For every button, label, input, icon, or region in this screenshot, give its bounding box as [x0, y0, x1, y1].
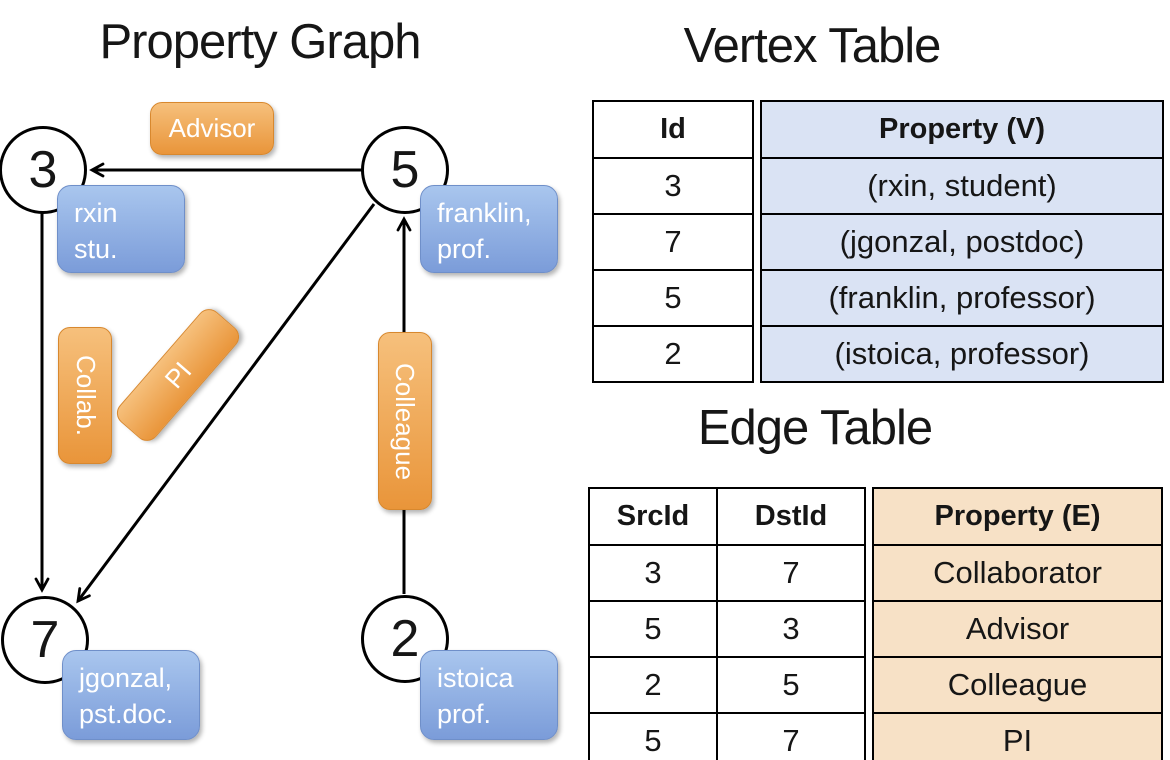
vertex-table-cell-property: (franklin, professor): [760, 269, 1164, 327]
edge-table-cell-srcid: 3: [588, 544, 718, 602]
vertex-node-2: 2: [361, 595, 449, 683]
edge-label-collaborator: Collab.: [58, 327, 112, 464]
edge-table-cell-dstid: 5: [716, 656, 866, 714]
vertex-table-cell-id: 7: [592, 213, 754, 271]
vertex-node-2-id: 2: [390, 610, 420, 668]
vertex-property-box-7: jgonzal, pst.doc.: [62, 650, 200, 740]
vertex-table-header-property: Property (V): [760, 100, 1164, 159]
vertex-table-header-id: Id: [592, 100, 754, 159]
vertex-node-5: 5: [361, 126, 449, 214]
vertex-table-cell-id: 2: [592, 325, 754, 383]
vertex-table-id-column: Id 3 7 5 2: [592, 100, 754, 383]
edge-table-header-dstid: DstId: [716, 487, 866, 546]
edge-table-cell-property: Advisor: [872, 600, 1163, 658]
edge-label-colleague: Colleague: [378, 332, 432, 510]
vertex-table-cell-id: 3: [592, 157, 754, 215]
vertex-property-line: franklin,: [437, 198, 532, 228]
vertex-property-line: prof.: [437, 234, 492, 265]
vertex-property-line: prof.: [437, 699, 492, 730]
edge-table: SrcId DstId 3 7 5 3 2 5 5 7 Property (E): [588, 487, 1163, 760]
edge-table-id-columns: SrcId DstId 3 7 5 3 2 5 5 7: [588, 487, 866, 760]
edge-table-cell-dstid: 7: [716, 544, 866, 602]
edge-label-text: Advisor: [168, 113, 256, 143]
vertex-table-cell-id: 5: [592, 269, 754, 327]
property-graph-title: Property Graph: [99, 15, 422, 69]
edge-label-text: PI: [158, 355, 198, 394]
edge-label-advisor: Advisor: [150, 102, 274, 155]
edge-pi-5-to-7: [76, 203, 376, 604]
edge-table-cell-srcid: 5: [588, 712, 718, 760]
vertex-property-line: stu.: [74, 234, 118, 265]
vertex-property-box-2: istoica prof.: [420, 650, 558, 740]
edge-table-cell-dstid: 7: [716, 712, 866, 760]
vertex-property-line: pst.doc.: [79, 699, 174, 730]
vertex-node-7-id: 7: [30, 611, 60, 669]
vertex-table-cell-property: (jgonzal, postdoc): [760, 213, 1164, 271]
edge-table-cell-property: Colleague: [872, 656, 1163, 714]
vertex-table-property-column: Property (V) (rxin, student) (jgonzal, p…: [760, 100, 1164, 383]
edge-table-cell-srcid: 2: [588, 656, 718, 714]
edge-table-cell-dstid: 3: [716, 600, 866, 658]
vertex-node-5-id: 5: [390, 141, 420, 199]
vertex-property-line: jgonzal,: [79, 663, 173, 693]
vertex-table: Id 3 7 5 2 Property (V) (rxin, student) …: [592, 100, 1164, 383]
edge-label-text: Collab.: [70, 355, 101, 436]
vertex-property-box-3: rxin stu.: [57, 185, 185, 273]
vertex-node-3-id: 3: [28, 141, 58, 199]
edge-table-property-column: Property (E) Collaborator Advisor Collea…: [872, 487, 1163, 760]
edge-table-cell-property: PI: [872, 712, 1163, 760]
vertex-property-box-5: franklin, prof.: [420, 185, 558, 273]
vertex-table-cell-property: (rxin, student): [760, 157, 1164, 215]
edge-label-text: Colleague: [390, 362, 421, 480]
edge-table-cell-srcid: 5: [588, 600, 718, 658]
edge-table-header-property: Property (E): [872, 487, 1163, 546]
edge-table-title: Edge Table: [697, 401, 933, 455]
vertex-property-line: istoica: [437, 663, 514, 693]
vertex-property-line: rxin: [74, 198, 118, 228]
edge-table-header-srcid: SrcId: [588, 487, 718, 546]
vertex-table-title: Vertex Table: [683, 19, 942, 73]
edge-table-cell-property: Collaborator: [872, 544, 1163, 602]
vertex-table-cell-property: (istoica, professor): [760, 325, 1164, 383]
